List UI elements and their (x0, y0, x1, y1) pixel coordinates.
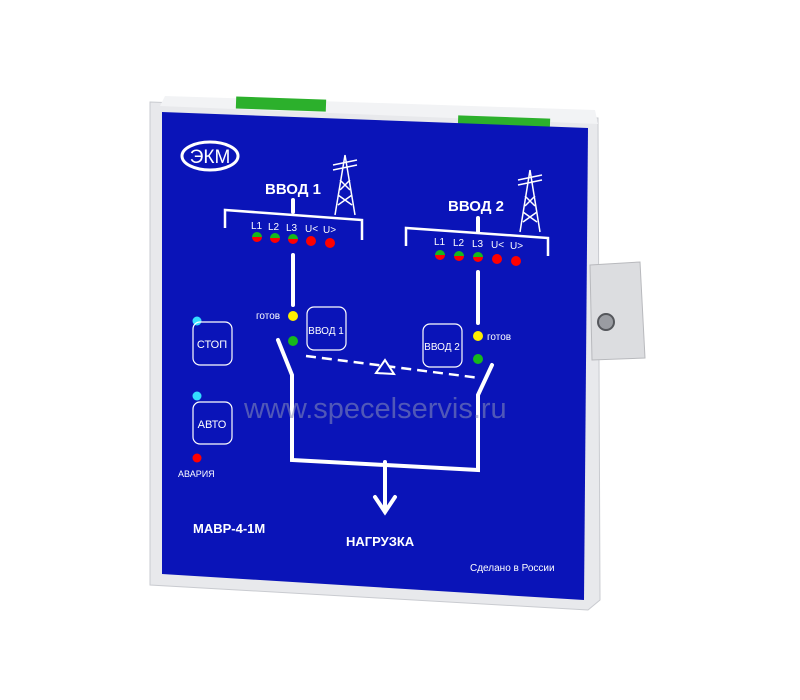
led-active-2 (473, 354, 483, 364)
interlock-triangle-icon (374, 358, 396, 376)
side-bracket (589, 261, 646, 361)
screw-icon (597, 313, 615, 331)
led-l2 (454, 251, 464, 261)
watermark: www.specelservis.ru (243, 393, 507, 425)
auto-button-label: АВТО (198, 419, 227, 431)
input1-button[interactable]: ВВОД 1 (306, 306, 347, 351)
input2-button[interactable]: ВВОД 2 (422, 323, 463, 368)
phase-label: L3 (286, 223, 298, 234)
phase-label: U> (510, 241, 523, 252)
input1-button-label: ВВОД 1 (308, 326, 344, 337)
load-label: НАГРУЗКА (346, 534, 415, 549)
phase-leds-1 (252, 232, 335, 248)
stop-button[interactable]: СТОП (192, 321, 233, 366)
alarm-label: АВАРИЯ (178, 469, 215, 479)
led-undervoltage (492, 254, 502, 264)
led-ready-1 (288, 311, 298, 321)
phase-label: U> (323, 225, 336, 236)
auto-button[interactable]: АВТО (192, 401, 233, 445)
phase-label: U< (491, 240, 504, 251)
input1-title: ВВОД 1 (265, 181, 321, 198)
phase-label: L2 (268, 222, 280, 233)
bus-bracket (223, 198, 550, 256)
ekm-logo (180, 140, 240, 172)
led-active-1 (288, 336, 298, 346)
stop-button-label: СТОП (197, 339, 227, 351)
led-l3 (473, 252, 483, 262)
phase-leds-2 (435, 250, 521, 266)
input2-button-label: ВВОД 2 (424, 342, 460, 353)
led-l1 (435, 250, 445, 260)
ready-label-2: готов (487, 332, 511, 343)
phase-label: L2 (453, 238, 465, 249)
led-overvoltage (511, 256, 521, 266)
model-label: МАВР-4-1М (193, 521, 265, 536)
phase-label: L3 (472, 239, 484, 250)
circuit-diagram (276, 253, 494, 516)
led-overvoltage (325, 238, 335, 248)
led-alarm (192, 453, 202, 463)
input2-title: ВВОД 2 (448, 198, 504, 215)
ready-label-1: готов (256, 311, 280, 322)
led-ready-2 (473, 331, 483, 341)
phase-label: L1 (251, 221, 263, 232)
power-tower-icon (332, 154, 358, 216)
interlock-line (305, 354, 481, 380)
power-tower-icon (517, 169, 543, 233)
led-l2 (270, 233, 280, 243)
logo-text: ЭКМ (190, 147, 231, 168)
led-undervoltage (306, 236, 316, 246)
led-stop (192, 316, 202, 326)
phase-label: U< (305, 224, 318, 235)
led-auto (192, 391, 202, 401)
green-terminal-1 (235, 96, 327, 112)
made-in-label: Сделано в России (470, 563, 555, 574)
phase-label: L1 (434, 237, 446, 248)
led-l3 (288, 234, 298, 244)
led-l1 (252, 232, 262, 242)
